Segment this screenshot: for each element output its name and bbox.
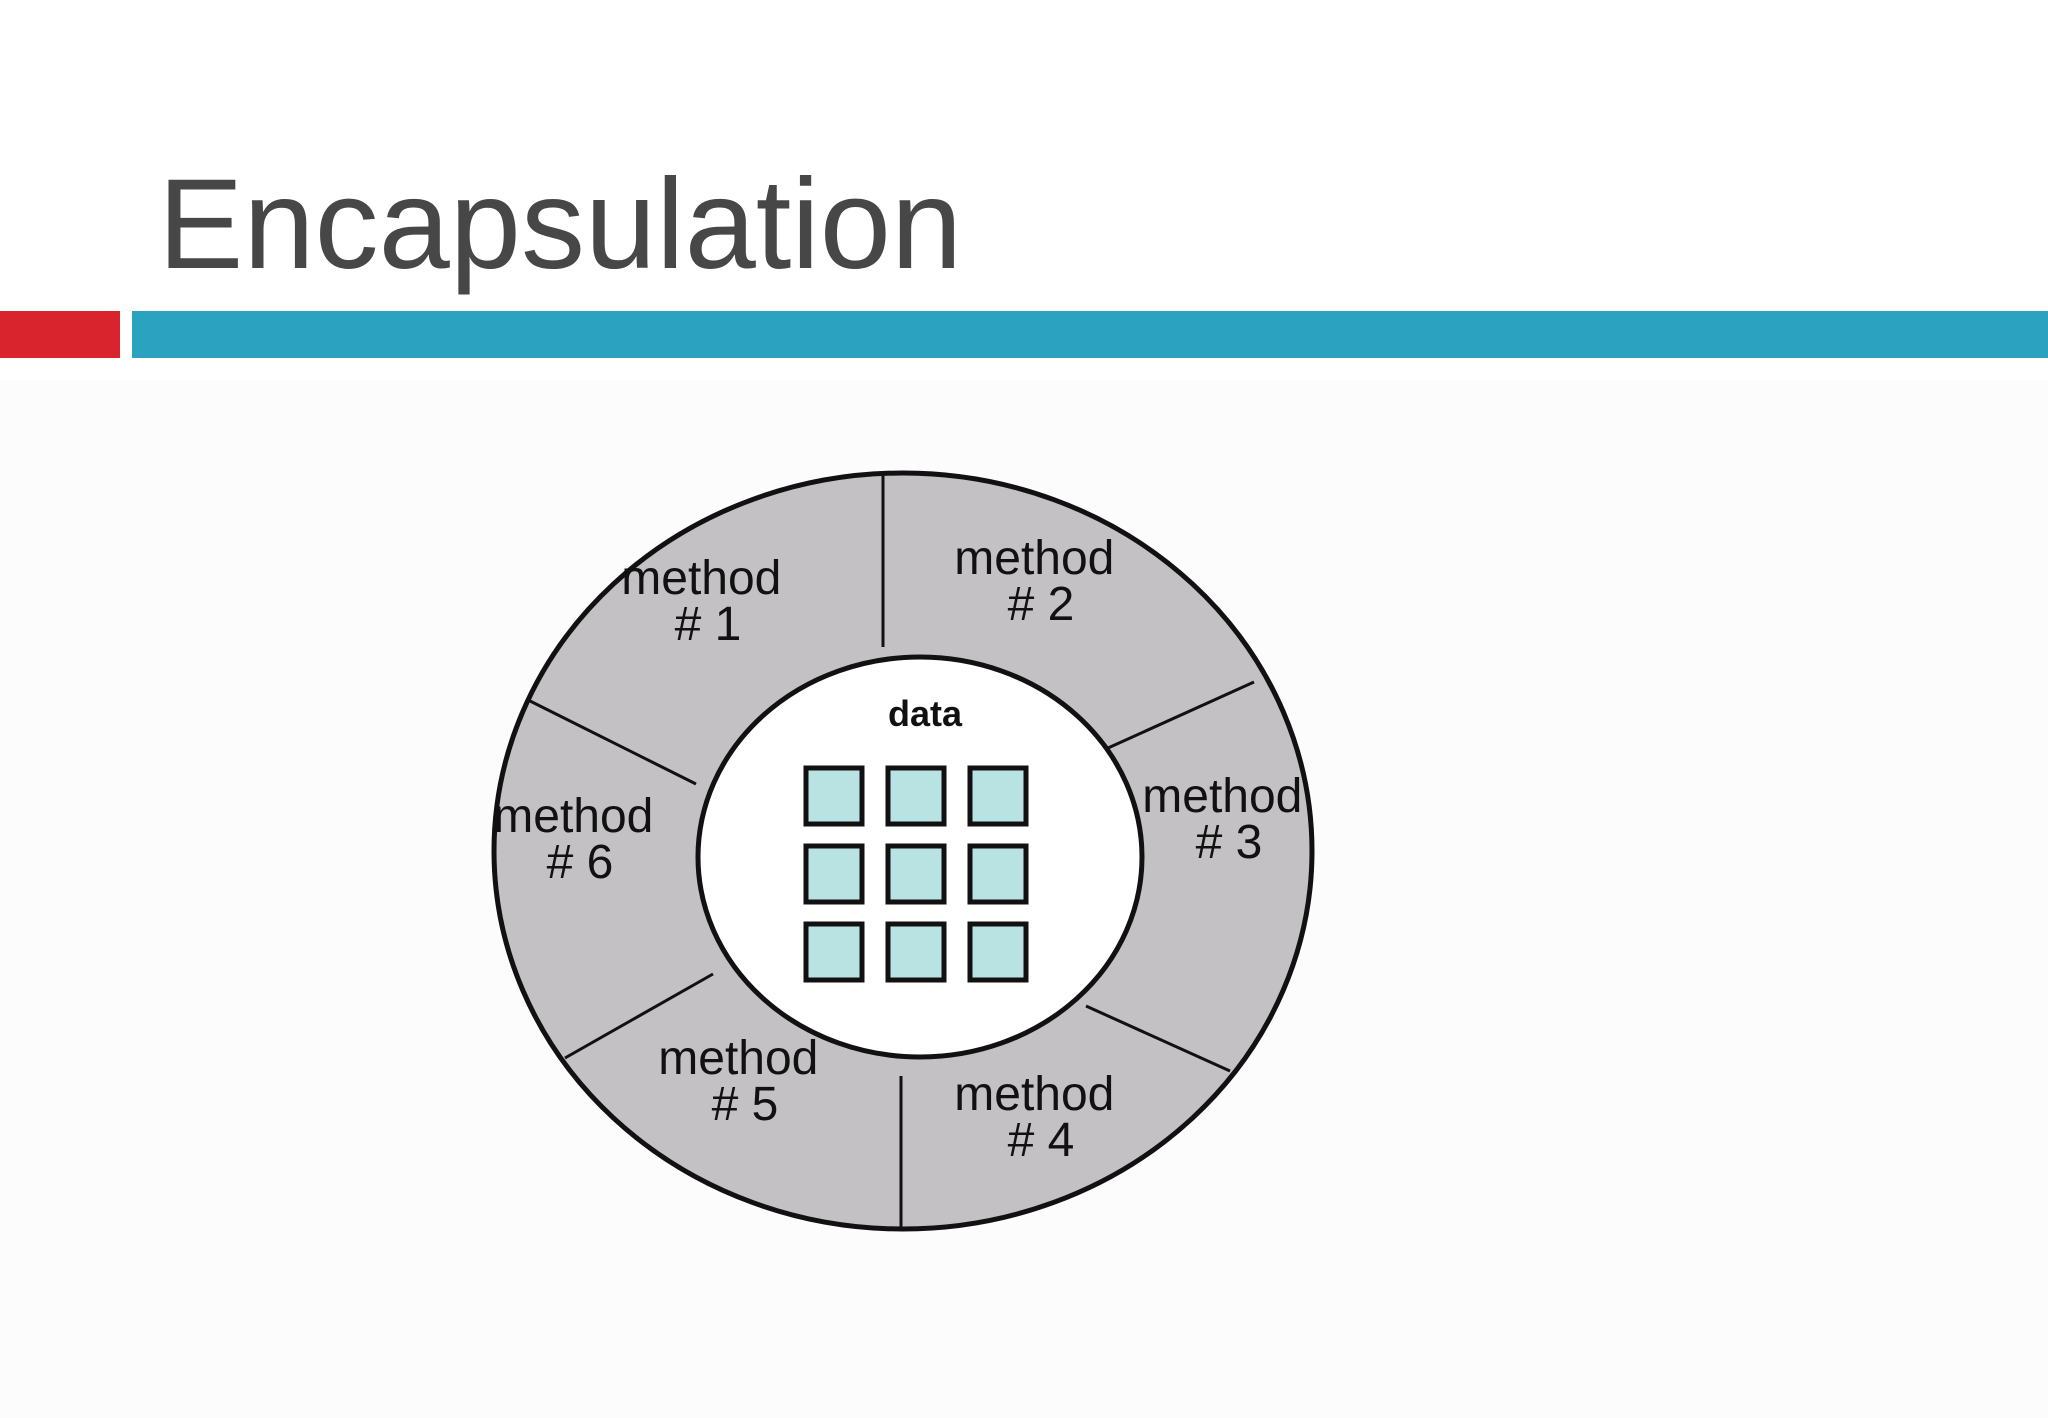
segment-divider — [1085, 1004, 1231, 1073]
accent-bar-red — [0, 311, 120, 358]
data-cell — [803, 843, 865, 905]
data-cell — [885, 843, 947, 905]
method-6-name: method — [493, 790, 653, 843]
method-labels: method # 1 method # 2 method # 3 method … — [493, 532, 1315, 1167]
segment-divider — [564, 972, 714, 1060]
segment-divider — [527, 698, 697, 786]
method-2-label: method # 2 — [954, 532, 1127, 631]
method-3-label: method # 3 — [1142, 770, 1315, 869]
method-4-number: # 4 — [1008, 1114, 1075, 1167]
data-grid — [803, 765, 1029, 983]
data-cell — [885, 765, 947, 827]
segment-dividers — [527, 476, 1255, 1229]
method-2-name: method — [954, 532, 1114, 585]
method-5-name: method — [658, 1032, 818, 1085]
data-label: data — [888, 693, 963, 734]
method-6-label: method # 6 — [493, 790, 666, 889]
segment-divider — [1107, 680, 1255, 750]
data-cell — [803, 921, 865, 983]
method-5-number: # 5 — [712, 1078, 779, 1131]
slide-title: Encapsulation — [158, 153, 963, 296]
data-cell — [803, 765, 865, 827]
diagram-area: method # 1 method # 2 method # 3 method … — [0, 380, 2048, 1418]
method-2-number: # 2 — [1008, 578, 1075, 631]
method-5-label: method # 5 — [658, 1032, 831, 1131]
method-1-label: method # 1 — [621, 552, 794, 651]
data-cell — [967, 765, 1029, 827]
accent-bar-blue — [132, 311, 2048, 358]
data-cell — [967, 921, 1029, 983]
method-1-number: # 1 — [675, 598, 742, 651]
data-cell — [967, 843, 1029, 905]
method-3-name: method — [1142, 770, 1302, 823]
method-3-number: # 3 — [1196, 816, 1263, 869]
method-6-number: # 6 — [547, 836, 614, 889]
method-1-name: method — [621, 552, 781, 605]
data-cell — [885, 921, 947, 983]
encapsulation-diagram: method # 1 method # 2 method # 3 method … — [491, 470, 1315, 1232]
method-4-label: method # 4 — [954, 1068, 1127, 1167]
method-4-name: method — [954, 1068, 1114, 1121]
